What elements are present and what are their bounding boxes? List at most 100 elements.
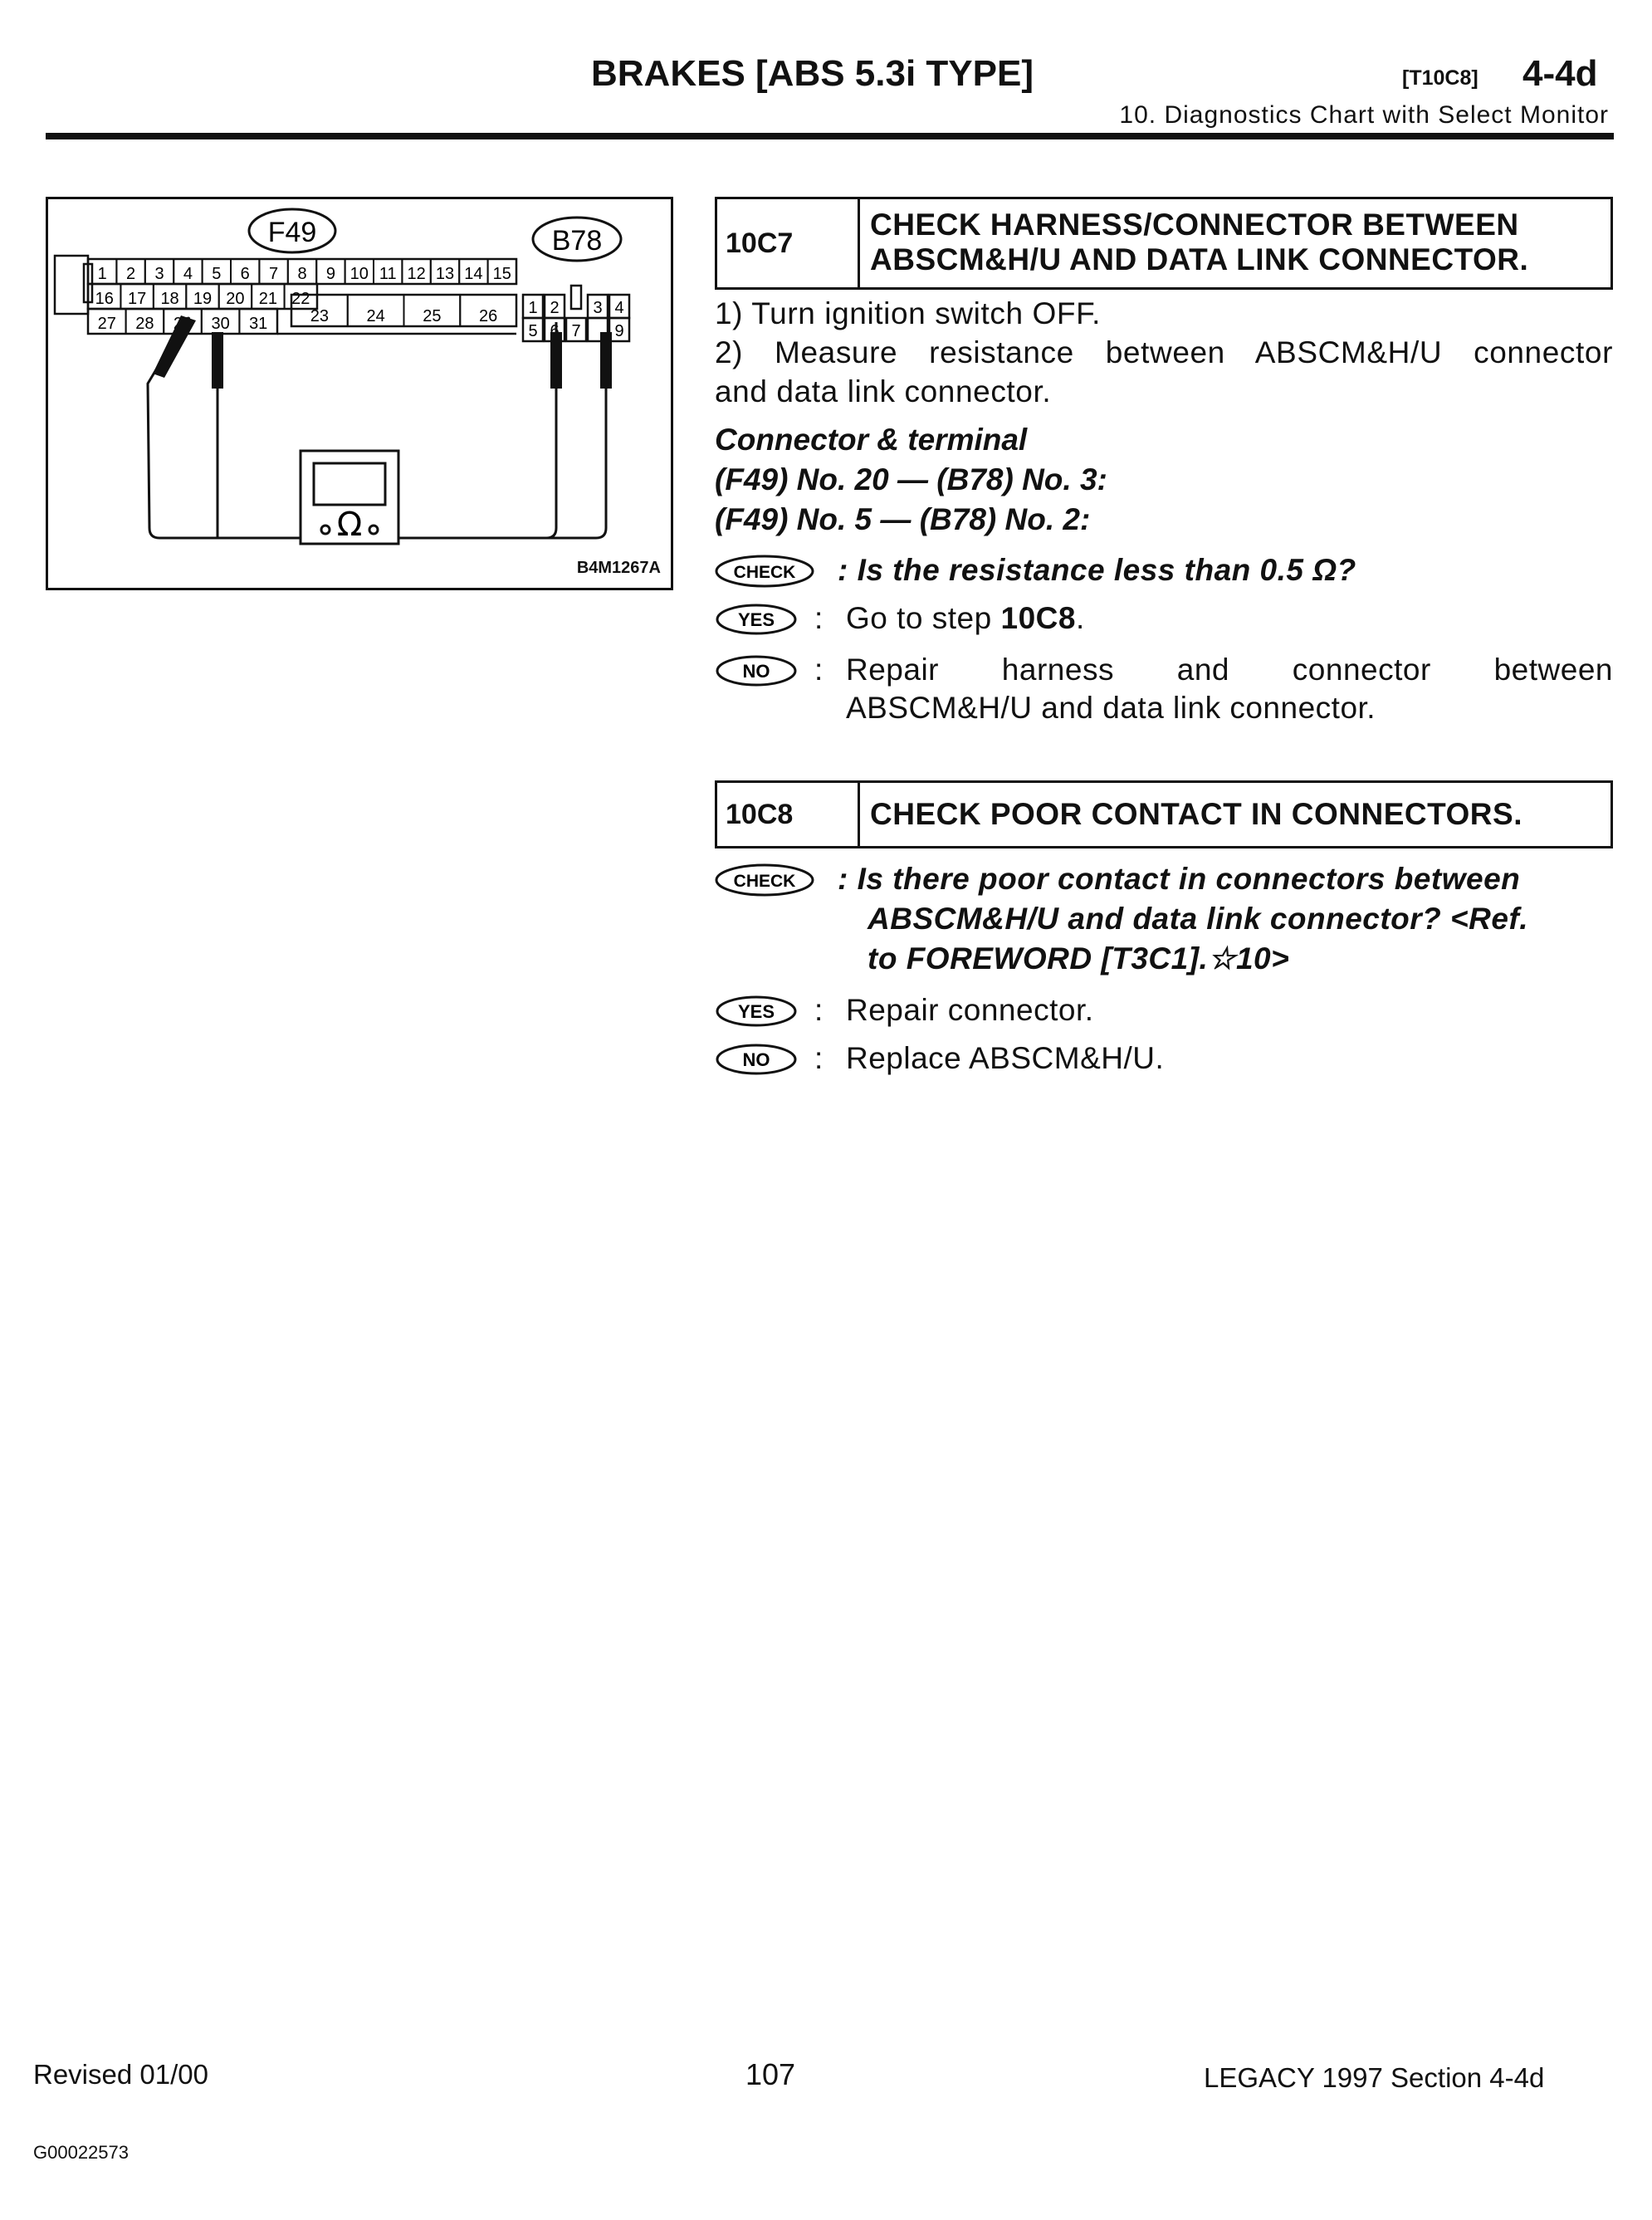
section-footer: LEGACY 1997 Section 4-4d <box>1204 2062 1545 2093</box>
revision-date: Revised 01/00 <box>33 2059 208 2090</box>
section-page: 4-4d <box>1522 53 1598 94</box>
section-code: [T10C8] <box>1402 66 1478 90</box>
f49-terminal-label: 26 <box>479 307 497 325</box>
ohm-symbol: Ω <box>337 506 363 544</box>
svg-text:CHECK: CHECK <box>734 872 796 891</box>
no-badge-icon: NO <box>716 655 797 687</box>
f49-terminal-label: 28 <box>135 315 154 333</box>
step-number: 10C8 <box>717 783 860 846</box>
check-badge-icon: CHECK <box>715 863 814 897</box>
yes-badge-icon: YES <box>716 995 797 1027</box>
b78-connector <box>521 284 631 343</box>
no-row: NO : Repair harness and connector betwee… <box>715 651 1613 731</box>
colon: : <box>814 993 824 1027</box>
f49-terminal-label: 3 <box>154 265 164 283</box>
f49-terminal-label: 15 <box>493 265 511 283</box>
b78-terminal-label: 9 <box>614 322 623 340</box>
no-action-line: Repair harness and connector between <box>846 653 1613 687</box>
f49-terminal-label: 1 <box>98 265 107 283</box>
instruction-2-cont: and data link connector. <box>715 374 1052 408</box>
f49-terminal-label: 2 <box>126 265 135 283</box>
f49-terminal-label: 31 <box>249 315 267 333</box>
f49-terminal-label: 9 <box>326 265 335 283</box>
f49-terminal-label: 22 <box>291 290 310 308</box>
page-title: BRAKES [ABS 5.3i TYPE] <box>591 53 1034 94</box>
step-10c8-header: 10C8 CHECK POOR CONTACT IN CONNECTORS. <box>715 780 1613 848</box>
step-number: 10C7 <box>717 199 860 287</box>
terminal-line: (F49) No. 5 — (B78) No. 2: <box>715 502 1091 536</box>
no-row: NO : Replace ABSCM&H/U. <box>715 1039 1613 1081</box>
probe-tips <box>153 315 612 389</box>
check-row: CHECK : Is there poor contact in connect… <box>715 860 1613 985</box>
f49-terminal-label: 24 <box>367 307 385 325</box>
f49-terminal-label: 20 <box>226 290 244 308</box>
f49-terminal-cell <box>459 294 517 327</box>
no-action: Replace ABSCM&H/U. <box>846 1041 1165 1075</box>
colon: : <box>814 1041 824 1075</box>
document-id: G00022573 <box>33 2142 129 2163</box>
f49-terminal-label: 16 <box>95 290 114 308</box>
check-question-line: : Is there poor contact in connectors be… <box>838 862 1521 896</box>
f49-terminal-label: 4 <box>183 265 193 283</box>
terminal-heading: Connector & terminal <box>715 423 1028 457</box>
b78-terminal-label: 7 <box>571 322 580 340</box>
svg-text:YES: YES <box>738 609 775 630</box>
terminal-line: (F49) No. 20 — (B78) No. 3: <box>715 462 1107 496</box>
f49-terminal-label: 25 <box>423 307 441 325</box>
check-question: : Is the resistance less than 0.5 Ω? <box>838 553 1356 587</box>
b78-label-ellipse <box>531 216 623 262</box>
yes-row: YES : Go to step 10C8. <box>715 599 1613 641</box>
figure-code: B4M1267A <box>576 559 661 577</box>
f49-terminal-label: 17 <box>128 290 146 308</box>
check-badge-icon: CHECK <box>715 555 814 588</box>
colon: : <box>814 653 824 687</box>
f49-terminal-label: 10 <box>350 265 369 283</box>
f49-terminal-cell <box>283 283 319 310</box>
f49-terminal-label: 27 <box>98 315 116 333</box>
f49-label: F49 <box>268 217 317 248</box>
yes-action: Repair connector. <box>846 993 1094 1027</box>
b78-label: B78 <box>552 225 603 257</box>
b78-terminal-label: 3 <box>593 299 602 317</box>
page-subtitle: 10. Diagnostics Chart with Select Monito… <box>1119 101 1609 129</box>
f49-terminal-label: 8 <box>297 265 306 283</box>
yes-badge-icon: YES <box>716 604 797 635</box>
f49-terminal-label: 30 <box>211 315 229 333</box>
f49-terminal-label: 19 <box>193 290 212 308</box>
page-number: 107 <box>745 2057 796 2091</box>
f49-terminal-label: 14 <box>464 265 482 283</box>
svg-text:YES: YES <box>738 1001 775 1022</box>
no-badge-icon: NO <box>716 1044 797 1075</box>
svg-text:NO: NO <box>743 1049 770 1070</box>
step-title: CHECK HARNESS/CONNECTOR BETWEEN ABSCM&H/… <box>860 199 1610 287</box>
header-rule <box>46 133 1614 139</box>
step-title: CHECK POOR CONTACT IN CONNECTORS. <box>870 797 1522 831</box>
f49-terminal-label: 21 <box>259 290 277 308</box>
f49-terminal-label: 5 <box>212 265 221 283</box>
b78-terminal-label: 1 <box>528 299 537 317</box>
check-question-line: to FOREWORD [T3C1].☆10> <box>868 941 1290 976</box>
f49-terminal-label: 6 <box>241 265 250 283</box>
f49-terminal-label: 13 <box>436 265 454 283</box>
f49-terminal-label: 12 <box>407 265 425 283</box>
colon: : <box>814 601 824 635</box>
f49-terminal-label: 18 <box>160 290 178 308</box>
b78-terminal-label: 5 <box>528 322 537 340</box>
b78-terminal-label: 4 <box>614 299 623 317</box>
step-10c7-header: 10C7 CHECK HARNESS/CONNECTOR BETWEEN ABS… <box>715 197 1613 290</box>
b78-terminal-label: 2 <box>550 299 559 317</box>
f49-terminal-label: 23 <box>310 307 329 325</box>
instruction-2: 2) Measure resistance between ABSCM&H/U … <box>715 335 1613 369</box>
step-title-line: ABSCM&H/U AND DATA LINK CONNECTOR. <box>870 242 1529 276</box>
yes-action: Go to step 10C8. <box>846 601 1085 635</box>
b78-terminal-label: 6 <box>550 322 559 340</box>
check-question-line: ABSCM&H/U and data link connector? <Ref. <box>868 902 1529 936</box>
f49-terminal-cell <box>238 308 278 335</box>
svg-text:NO: NO <box>743 661 770 682</box>
instruction-1: 1) Turn ignition switch OFF. <box>715 296 1102 330</box>
yes-row: YES : Repair connector. <box>715 991 1613 1033</box>
